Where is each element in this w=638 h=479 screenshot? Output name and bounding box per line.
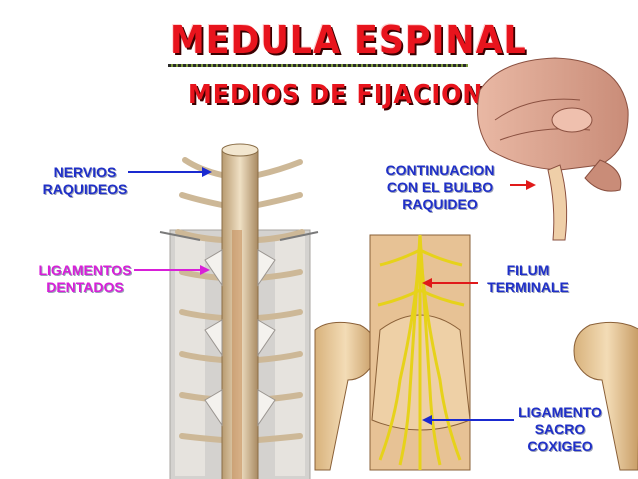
title-underline xyxy=(168,64,468,67)
label-nervios-raquideos: NERVIOS RAQUIDEOS xyxy=(42,164,128,197)
brain-illustration xyxy=(477,57,629,241)
spinal-cord-illustration xyxy=(159,143,319,479)
label-continuacion-bulbo: CONTINUACION CON EL BULBO RAQUIDEO xyxy=(385,162,495,212)
pointer-arrows xyxy=(128,167,536,425)
label-filum-terminale: FILUM TERMINALE xyxy=(487,262,569,295)
label-ligamento-sacro-coxigeo: LIGAMENTO SACRO COXIGEO xyxy=(518,404,602,454)
label-ligamentos-dentados: LIGAMENTOS DENTADOS xyxy=(38,262,132,295)
sacrum-illustration xyxy=(314,234,638,471)
